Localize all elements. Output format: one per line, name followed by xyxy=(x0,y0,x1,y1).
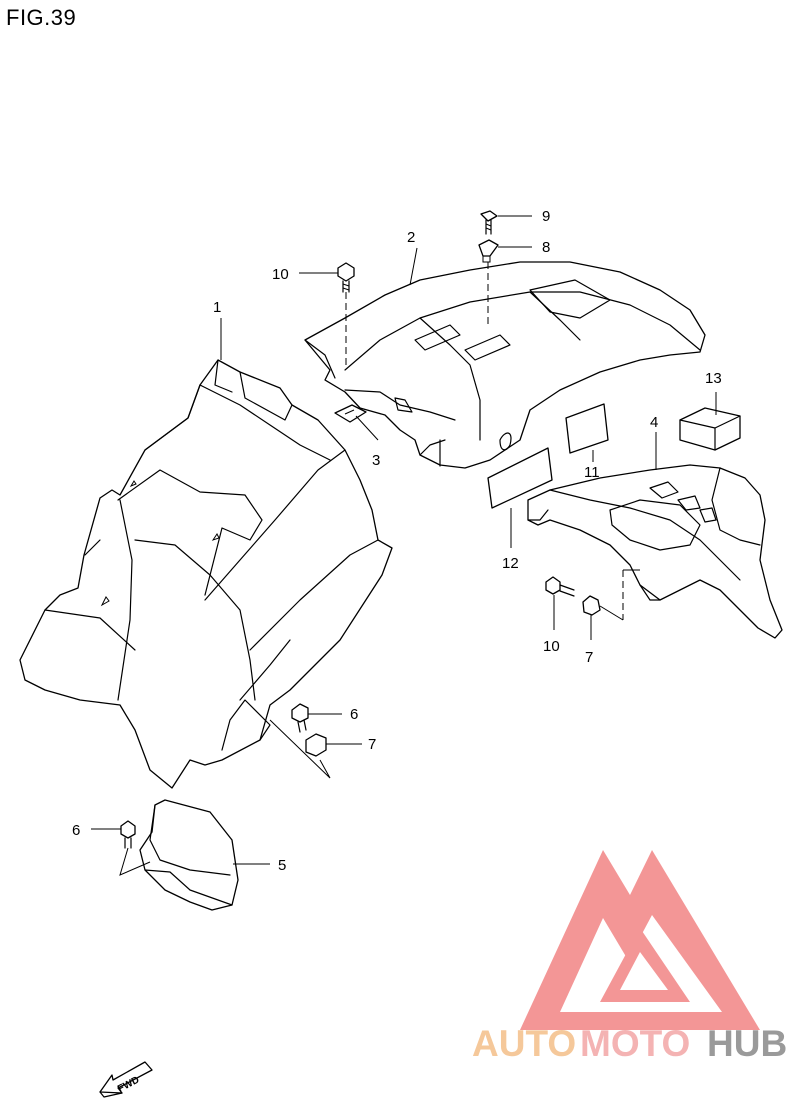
assembly-lines xyxy=(119,262,640,876)
part-9-screw xyxy=(480,210,498,235)
part-11-pad xyxy=(565,403,609,454)
part-4-rear-bracket xyxy=(527,464,783,639)
part-8-grommet xyxy=(478,239,499,263)
part-6-bolt-middle xyxy=(291,703,309,733)
callout-9: 9 xyxy=(542,208,550,225)
callout-12: 12 xyxy=(502,555,519,572)
part-10-bolt-lower xyxy=(545,576,575,597)
callout-8: 8 xyxy=(542,239,550,256)
watermark-hub: HUB xyxy=(707,1023,787,1064)
figure-title: FIG.39 xyxy=(6,5,77,30)
callout-10-upper: 10 xyxy=(272,266,289,283)
part-12-pad xyxy=(487,447,553,509)
callout-3: 3 xyxy=(372,452,380,469)
watermark-auto: AUTO xyxy=(472,1023,576,1064)
part-2-rear-fender xyxy=(304,261,706,469)
callout-2: 2 xyxy=(407,229,415,246)
callout-10-lower: 10 xyxy=(543,638,560,655)
callout-7-right: 7 xyxy=(585,649,593,666)
leader-lines xyxy=(91,215,717,865)
part-13-cushion xyxy=(679,407,741,451)
part-3-clip-nut xyxy=(334,404,367,423)
part-6-bolt-left xyxy=(120,820,136,849)
part-7-nut-lower-right xyxy=(582,595,601,616)
callout-4: 4 xyxy=(650,414,658,431)
callout-6-left: 6 xyxy=(72,822,80,839)
watermark-logo xyxy=(520,850,760,1030)
callout-6-middle: 6 xyxy=(350,706,358,723)
part-7-nut-middle xyxy=(305,733,327,757)
callout-11: 11 xyxy=(584,464,600,481)
callout-5: 5 xyxy=(278,857,286,874)
callout-13: 13 xyxy=(705,370,722,387)
watermark-text: AUTO MOTO HUB xyxy=(472,1023,787,1064)
part-5-mud-flap xyxy=(139,799,239,911)
forward-direction-arrow: FWD xyxy=(99,1061,153,1098)
part-10-bolt-upper xyxy=(337,262,355,293)
callout-7-middle: 7 xyxy=(368,736,376,753)
callout-1: 1 xyxy=(213,299,221,316)
watermark-moto: MOTO xyxy=(580,1023,690,1064)
part-1-inner-fender xyxy=(19,359,393,789)
callout-labels: 1 2 3 4 5 6 6 7 7 8 9 10 10 11 12 13 xyxy=(72,208,722,874)
